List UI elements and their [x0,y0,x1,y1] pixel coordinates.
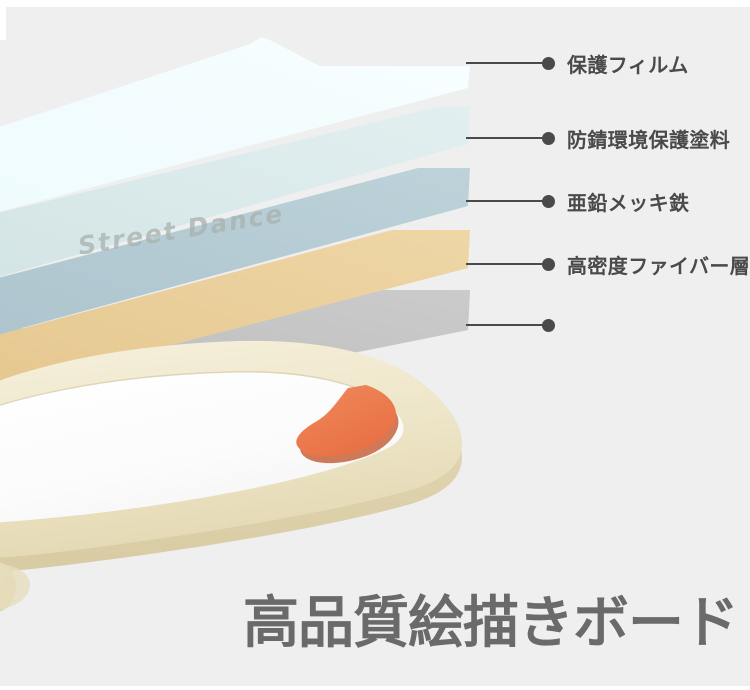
leader-line-icon [466,200,544,202]
leader-line-icon [466,62,544,64]
callout-label: 防錆環境保護塗料 [567,127,731,152]
callout-protective-film[interactable]: 保護フィルム [466,48,689,78]
headline-title: 高品質絵描きボード [243,591,739,656]
callout-galvanized-steel[interactable]: 亜鉛メッキ鉄 [466,186,689,216]
layer-coating [0,106,470,277]
leader-line-icon [466,324,544,326]
edge-margin-left [0,0,6,40]
callout-high-density-fiber[interactable]: 高密度ファイバー層 [466,249,750,279]
layer-fiber [0,230,470,390]
bullet-dot-icon [542,131,555,145]
layer-steel [0,168,470,335]
bullet-dot-icon [542,257,555,271]
callout-label: 高密度ファイバー層 [567,253,750,278]
callout-label: 保護フィルム [567,52,689,77]
callout-base-layer[interactable] [466,310,567,340]
layer-film [0,37,470,212]
bullet-dot-icon [542,56,555,70]
board-drawing-surface [0,371,404,523]
leader-line-icon [466,263,544,265]
drawing-board-illustration [0,335,530,625]
callout-label: 亜鉛メッキ鉄 [567,190,690,215]
callout-anti-rust-coating[interactable]: 防錆環境保護塗料 [466,123,730,153]
bullet-dot-icon [542,318,555,332]
board-accent-ear [296,385,396,457]
edge-margin-bottom [0,686,750,690]
bullet-dot-icon [542,194,555,208]
edge-margin-top [0,0,750,7]
board-inner-rim [0,371,389,406]
leader-line-icon [466,137,544,139]
